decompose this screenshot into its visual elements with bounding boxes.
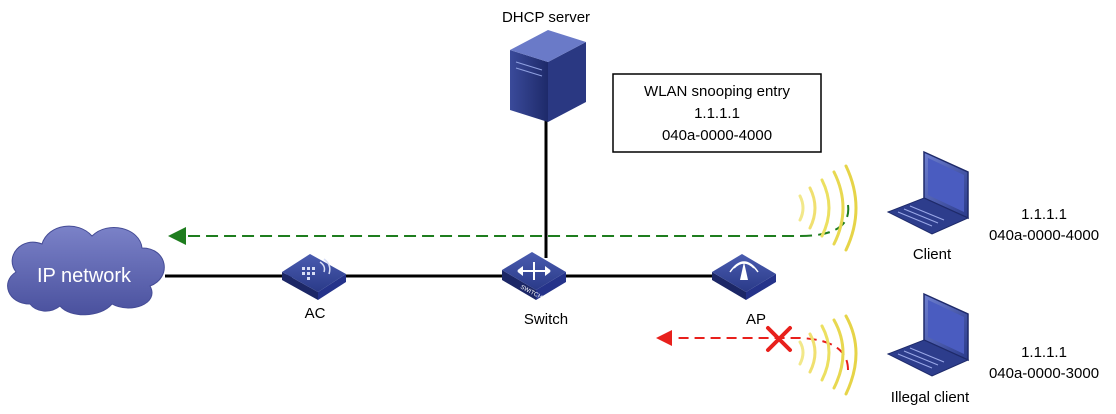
ap-device: AP xyxy=(712,254,776,328)
allowed-path xyxy=(168,204,850,245)
client-laptop-icon: Client xyxy=(886,150,970,263)
snooping-entry-title: WLAN snooping entry xyxy=(644,83,790,100)
illegal-client-label: Illegal client xyxy=(891,389,970,406)
switch-device: SWITCH Switch xyxy=(502,252,568,328)
allowed-path-arrowhead xyxy=(168,227,186,245)
ap-side-left xyxy=(712,272,746,300)
client-mac: 040a-0000-4000 xyxy=(989,227,1099,244)
ac-label: AC xyxy=(305,305,326,322)
block-x-icon xyxy=(766,326,792,352)
blocked-path-arrowhead xyxy=(656,330,672,346)
illegal-client-laptop-icon: Illegal client xyxy=(886,292,970,406)
client-wifi-waves-icon xyxy=(798,164,858,252)
illegal-client-wifi-waves-icon xyxy=(798,314,858,396)
ac-side-right xyxy=(318,274,346,300)
blocked-path-line xyxy=(676,337,849,371)
ac-side xyxy=(282,272,318,300)
server-side xyxy=(548,42,586,122)
dhcp-server-label: DHCP server xyxy=(502,9,590,26)
links xyxy=(165,120,714,278)
switch-arrows-icon xyxy=(517,262,551,280)
allowed-path-line xyxy=(188,204,850,237)
switch-side-left xyxy=(502,270,536,300)
snooping-entry-mac: 040a-0000-4000 xyxy=(662,127,772,144)
ap-antenna-icon xyxy=(729,261,759,280)
ac-wifi-icon xyxy=(319,258,331,275)
ip-network-cloud: IP network xyxy=(7,225,165,316)
ap-side-right xyxy=(746,274,776,300)
ap-label: AP xyxy=(746,311,766,328)
blocked-path xyxy=(656,326,849,371)
cloud-icon xyxy=(7,225,165,316)
ip-network-label: IP network xyxy=(37,265,132,287)
dhcp-server: DHCP server xyxy=(502,9,590,122)
snooping-entry-ip: 1.1.1.1 xyxy=(694,105,740,122)
illegal-client-mac: 040a-0000-3000 xyxy=(989,365,1099,382)
switch-label: Switch xyxy=(524,311,568,328)
switch-side-right xyxy=(536,272,566,300)
server-slot-icon xyxy=(515,61,543,77)
client-ip: 1.1.1.1 xyxy=(1021,206,1067,223)
server-top xyxy=(510,30,586,62)
ac-keypad-icon xyxy=(302,267,315,280)
client-label: Client xyxy=(913,246,952,263)
ac-device: AC xyxy=(282,254,346,322)
illegal-client-ip: 1.1.1.1 xyxy=(1021,344,1067,361)
server-front xyxy=(510,50,548,122)
snooping-entry-box: WLAN snooping entry 1.1.1.1 040a-0000-40… xyxy=(612,73,822,153)
